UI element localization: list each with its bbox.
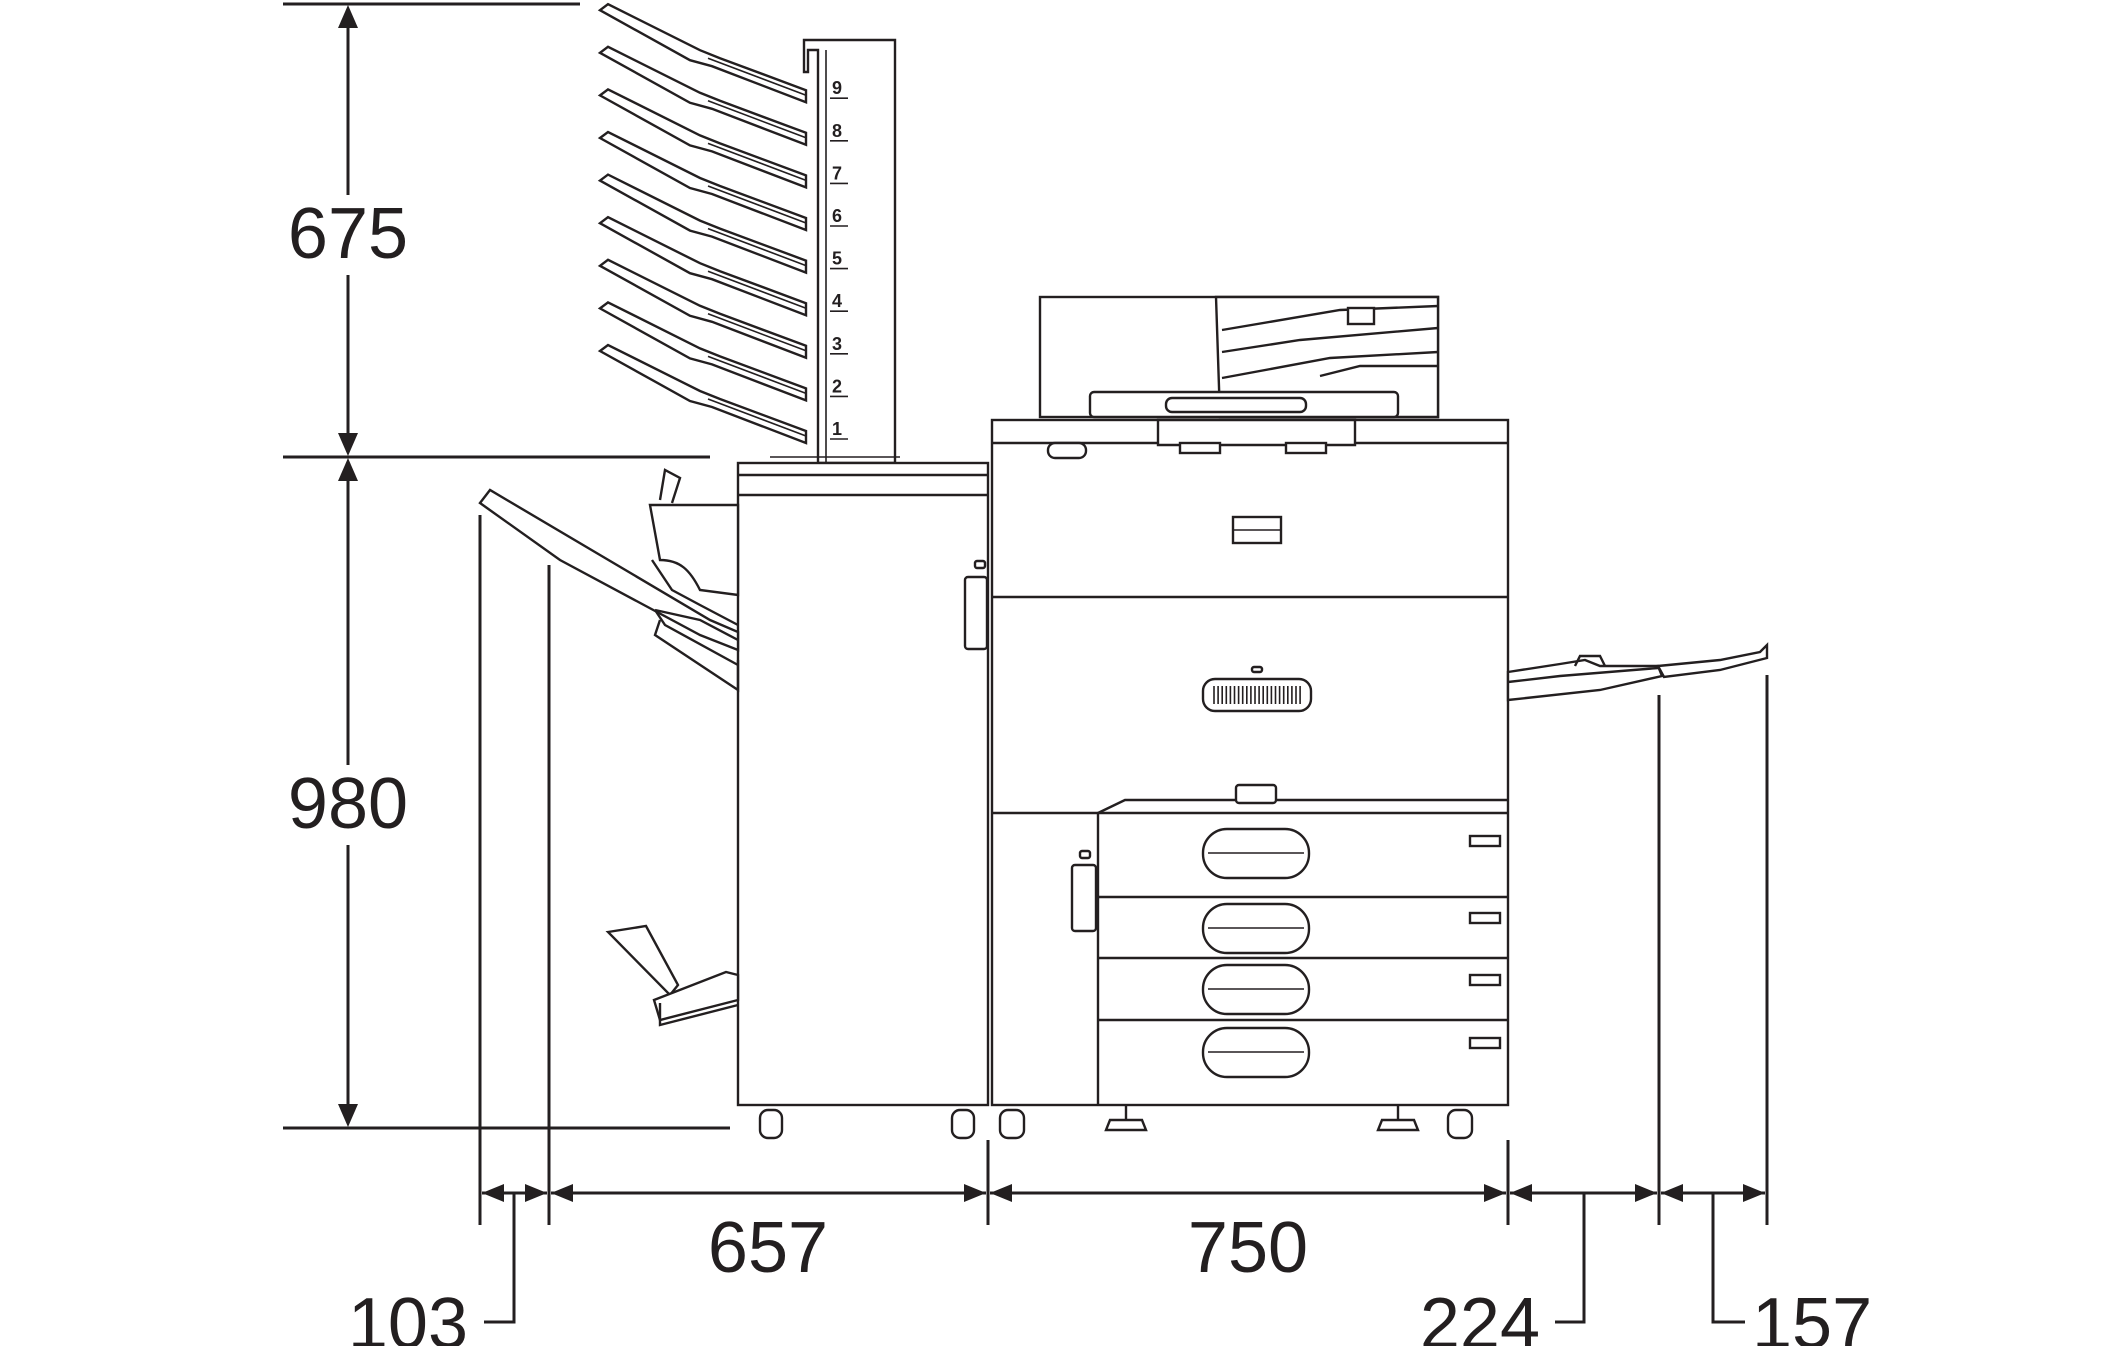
mailbox-tray: [597, 258, 808, 360]
mailbox-tray-edge: [707, 313, 807, 352]
bypass-tray: [1506, 642, 1769, 702]
mailbox-unit: 1 2 3 4 5 6 7 8 9: [597, 2, 897, 465]
mailbox-tray-edge: [707, 227, 807, 267]
mailbox-tray: [597, 215, 808, 317]
dimension-height-top: 675: [288, 194, 408, 274]
mailbox-bin-number: 9: [832, 78, 842, 98]
mailbox-tray: [597, 343, 808, 445]
dimension-side-tray-width-1: 224: [1420, 1284, 1540, 1346]
mailbox-bin-number: 7: [832, 163, 842, 183]
mailbox-bin-number: 4: [832, 291, 842, 311]
dimension-main-unit-width: 750: [1188, 1208, 1308, 1288]
mailbox-bin-number: 1: [832, 419, 842, 439]
mailbox-tray: [597, 45, 808, 147]
mailbox-tray: [597, 300, 808, 403]
mailbox-tray: [597, 2, 808, 104]
finisher-casters: [758, 1108, 976, 1140]
dimension-height-main: 980: [288, 764, 408, 844]
mailbox-tray: [597, 87, 808, 190]
dimension-finisher-tray-width: 103: [348, 1284, 468, 1346]
mailbox-tray-edge: [707, 142, 807, 182]
main-printer-unit: [990, 295, 1510, 1140]
mailbox-tray-edge: [707, 100, 807, 139]
mailbox-tray-edge: [707, 270, 807, 309]
mailbox-trays: 1 2 3 4 5 6 7 8 9: [597, 2, 848, 445]
mailbox-bin-number: 6: [832, 206, 842, 226]
mailbox-bin-number: 8: [832, 121, 842, 141]
mailbox-bin-number: 5: [832, 249, 842, 269]
mailbox-tray: [597, 173, 808, 275]
vent-grille: [1213, 686, 1301, 704]
dimension-finisher-width: 657: [708, 1208, 828, 1288]
mailbox-tray-edge: [707, 185, 807, 224]
mailbox-tray-edge: [707, 57, 807, 96]
mailbox-tray: [597, 130, 808, 232]
main-unit-casters: [998, 1105, 1474, 1140]
dimension-side-tray-width-2: 157: [1752, 1284, 1872, 1346]
mailbox-tray-edge: [707, 355, 807, 395]
mailbox-bin-number: 3: [832, 334, 842, 354]
horizontal-dimension-lines: [478, 515, 1769, 1324]
mailbox-tray-edge: [707, 398, 807, 437]
vertical-dimension-lines: [283, 2, 730, 1130]
mailbox-bin-number: 2: [832, 376, 842, 396]
tray-handles: [1201, 783, 1502, 1079]
finisher-unit: [478, 456, 990, 1140]
